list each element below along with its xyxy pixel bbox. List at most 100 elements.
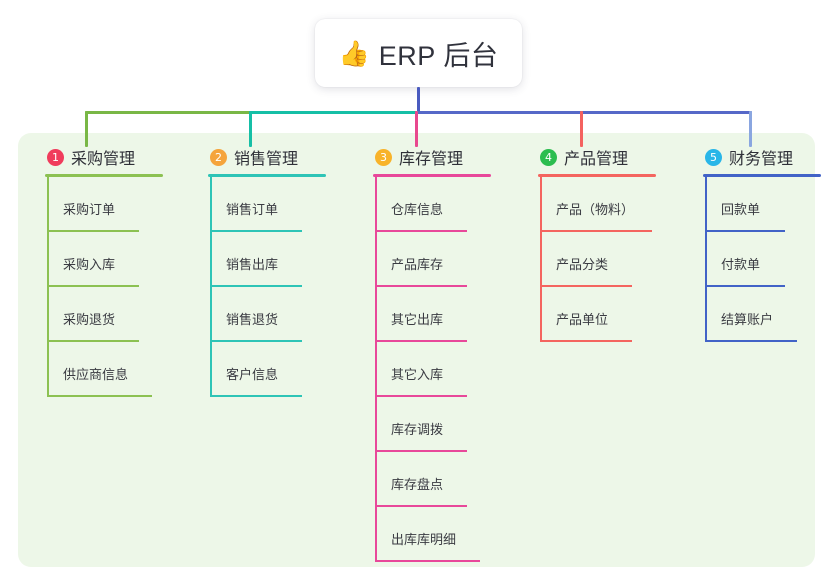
leaf-underline — [705, 340, 797, 342]
leaf-list: 产品（物料） 产品分类产品单位 — [538, 177, 656, 342]
leaf-label: 销售退货 — [226, 312, 279, 327]
leaf-label: 结算账户 — [721, 312, 774, 327]
leaf-list: 采购订单采购入库采购退货供应商信息 — [45, 177, 163, 397]
leaf-label: 供应商信息 — [63, 367, 129, 382]
leaf-label: 销售出库 — [226, 257, 279, 272]
column-title: 销售管理 — [234, 151, 299, 168]
leaf-node[interactable]: 采购入库 — [45, 232, 163, 287]
column-header-2[interactable]: 2 销售管理 — [208, 146, 326, 168]
column-3: 3 库存管理仓库信息产品库存其它出库其它入库库存调拨库存盘点出库库明细 — [373, 146, 491, 562]
leaf-underline — [375, 230, 467, 232]
leaf-node[interactable]: 产品库存 — [373, 232, 491, 287]
leaf-node[interactable]: 产品（物料） — [538, 177, 656, 232]
column-header-4[interactable]: 4 产品管理 — [538, 146, 656, 168]
leaf-label: 销售订单 — [226, 202, 279, 217]
root-node-content: 👍 ERP 后台 — [339, 34, 499, 73]
leaf-underline — [210, 340, 302, 342]
connector-drop-col1 — [85, 111, 88, 147]
leaf-list: 回款单付款单结算账户 — [703, 177, 821, 342]
leaf-underline — [540, 285, 632, 287]
leaf-node[interactable]: 其它出库 — [373, 287, 491, 342]
leaf-label: 出库库明细 — [391, 532, 457, 547]
column-index-badge: 2 — [210, 148, 227, 166]
leaf-node[interactable]: 结算账户 — [703, 287, 821, 342]
leaf-node[interactable]: 仓库信息 — [373, 177, 491, 232]
leaf-node[interactable]: 供应商信息 — [45, 342, 163, 397]
leaf-node[interactable]: 其它入库 — [373, 342, 491, 397]
leaf-node[interactable]: 出库库明细 — [373, 507, 491, 562]
column-underline — [45, 174, 163, 177]
leaf-node[interactable]: 销售退货 — [208, 287, 326, 342]
leaf-label: 库存调拨 — [391, 422, 444, 437]
leaf-label: 产品分类 — [556, 257, 609, 272]
leaf-trunk-line — [540, 177, 542, 342]
leaf-label: 采购退货 — [63, 312, 116, 327]
connector-drop-col4 — [580, 111, 583, 147]
root-node-card[interactable]: 👍 ERP 后台 — [315, 19, 522, 87]
diagram-panel-background — [18, 133, 815, 567]
leaf-label: 产品单位 — [556, 312, 609, 327]
leaf-node[interactable]: 销售订单 — [208, 177, 326, 232]
column-index-badge: 3 — [375, 148, 392, 166]
leaf-label: 客户信息 — [226, 367, 279, 382]
leaf-underline — [540, 340, 632, 342]
leaf-label: 产品（物料） — [556, 202, 635, 217]
root-node-title: ERP 后台 — [378, 40, 499, 71]
leaf-label: 付款单 — [721, 257, 761, 272]
thumbs-up-icon: 👍 — [338, 39, 370, 68]
leaf-underline — [375, 560, 480, 562]
column-header-3[interactable]: 3 库存管理 — [373, 146, 491, 168]
leaf-node[interactable]: 产品分类 — [538, 232, 656, 287]
leaf-underline — [375, 450, 467, 452]
column-2: 2 销售管理销售订单销售出库销售退货客户信息 — [208, 146, 326, 397]
leaf-node[interactable]: 库存盘点 — [373, 452, 491, 507]
column-title: 库存管理 — [399, 151, 464, 168]
connector-drop-col2 — [249, 111, 252, 147]
column-title: 产品管理 — [564, 151, 629, 168]
leaf-label: 仓库信息 — [391, 202, 444, 217]
column-4: 4 产品管理产品（物料） 产品分类产品单位 — [538, 146, 656, 342]
column-title: 财务管理 — [729, 151, 794, 168]
column-index-badge: 5 — [705, 148, 722, 166]
leaf-underline — [210, 230, 302, 232]
leaf-label: 采购入库 — [63, 257, 116, 272]
leaf-node[interactable]: 产品单位 — [538, 287, 656, 342]
connector-bus-teal — [250, 111, 420, 114]
column-index-badge: 4 — [540, 148, 557, 166]
leaf-trunk-line — [375, 177, 377, 562]
leaf-node[interactable]: 付款单 — [703, 232, 821, 287]
column-underline — [703, 174, 821, 177]
leaf-node[interactable]: 采购订单 — [45, 177, 163, 232]
leaf-list: 销售订单销售出库销售退货客户信息 — [208, 177, 326, 397]
leaf-node[interactable]: 客户信息 — [208, 342, 326, 397]
leaf-node[interactable]: 回款单 — [703, 177, 821, 232]
connector-bus-green — [85, 111, 252, 114]
leaf-underline — [705, 285, 785, 287]
connector-root-stem — [417, 87, 420, 113]
column-underline — [373, 174, 491, 177]
leaf-node[interactable]: 销售出库 — [208, 232, 326, 287]
leaf-underline — [210, 395, 302, 397]
leaf-underline — [375, 340, 467, 342]
column-title: 采购管理 — [71, 151, 136, 168]
column-underline — [208, 174, 326, 177]
leaf-label: 采购订单 — [63, 202, 116, 217]
column-header-5[interactable]: 5 财务管理 — [703, 146, 821, 168]
leaf-trunk-line — [210, 177, 212, 397]
leaf-label: 库存盘点 — [391, 477, 444, 492]
leaf-trunk-line — [705, 177, 707, 342]
leaf-trunk-line — [47, 177, 49, 397]
connector-drop-col3 — [415, 111, 418, 147]
connector-drop-col5 — [749, 111, 752, 147]
leaf-node[interactable]: 采购退货 — [45, 287, 163, 342]
leaf-underline — [375, 285, 467, 287]
leaf-label: 回款单 — [721, 202, 761, 217]
leaf-underline — [375, 395, 467, 397]
leaf-underline — [47, 340, 139, 342]
leaf-underline — [375, 505, 467, 507]
leaf-list: 仓库信息产品库存其它出库其它入库库存调拨库存盘点出库库明细 — [373, 177, 491, 562]
leaf-node[interactable]: 库存调拨 — [373, 397, 491, 452]
